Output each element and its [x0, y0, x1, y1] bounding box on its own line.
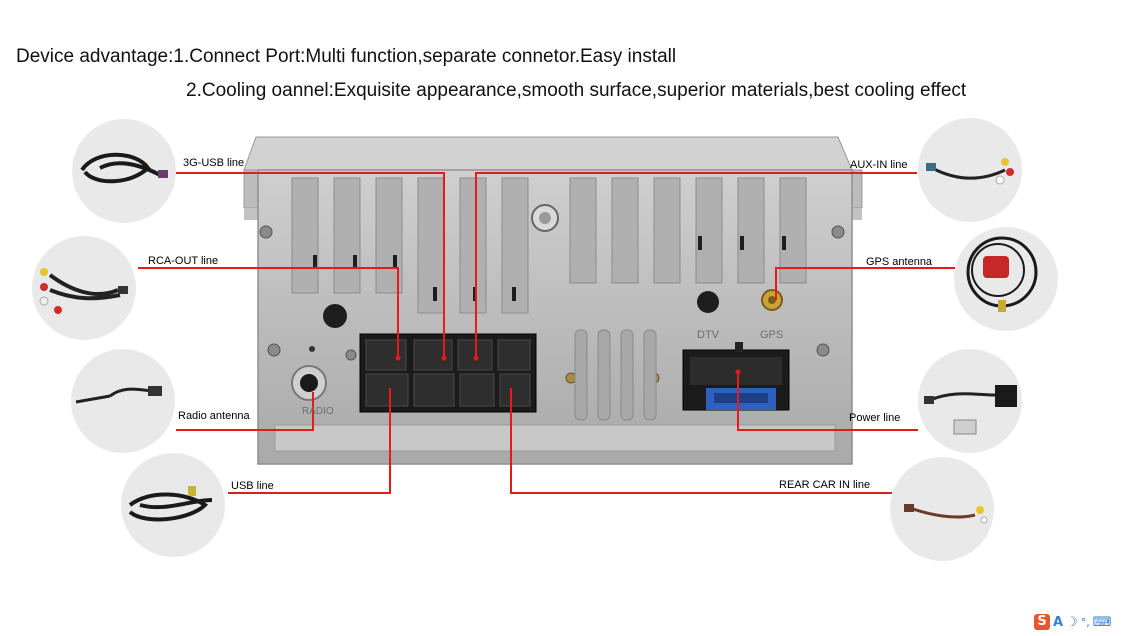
label-radio-antenna: Radio antenna [178, 410, 250, 422]
label-3g-usb-line: 3G-USB line [183, 157, 245, 169]
cable-radio-antenna-icon [75, 386, 162, 404]
gps-label: GPS [760, 329, 783, 341]
head-unit-rear-panel [243, 136, 863, 465]
keyboard-icon[interactable]: ⌨ [1092, 614, 1112, 630]
power-harness-icon [924, 385, 1017, 435]
gps-antenna-icon [966, 236, 1038, 312]
label-usb-line: USB line [231, 480, 274, 492]
headline-line-1: Device advantage:1.Connect Port:Multi fu… [16, 46, 677, 67]
moon-icon[interactable]: ☽ [1066, 614, 1078, 630]
gps-connector [761, 289, 783, 311]
cable-rear-car-icon [904, 504, 988, 524]
dtv-label: DTV [697, 329, 720, 341]
letter-a-icon[interactable]: A [1053, 614, 1064, 630]
radio-label: RADIO [302, 406, 334, 417]
label-rear-car-in-line: REAR CAR IN line [779, 479, 871, 491]
cable-aux-in-icon [926, 158, 1014, 185]
cable-rca-out-icon [39, 268, 128, 314]
headline-line-2: 2.Cooling oannel:Exquisite appearance,sm… [186, 80, 967, 101]
radio-antenna-port [291, 365, 327, 401]
punctuation-icon[interactable]: °, [1080, 615, 1090, 629]
cable-usb-icon [128, 486, 213, 522]
ime-toolbar[interactable]: S A ☽ °, ⌨ [1034, 612, 1111, 632]
label-gps-antenna: GPS antenna [866, 256, 933, 268]
cable-3g-usb-icon [80, 152, 168, 184]
sogou-s-icon[interactable]: S [1034, 614, 1050, 630]
label-rca-out-line: RCA-OUT line [148, 255, 219, 267]
screw-icon [531, 204, 559, 232]
label-power-line: Power line [849, 412, 901, 424]
label-aux-in-line: AUX-IN line [850, 159, 908, 171]
